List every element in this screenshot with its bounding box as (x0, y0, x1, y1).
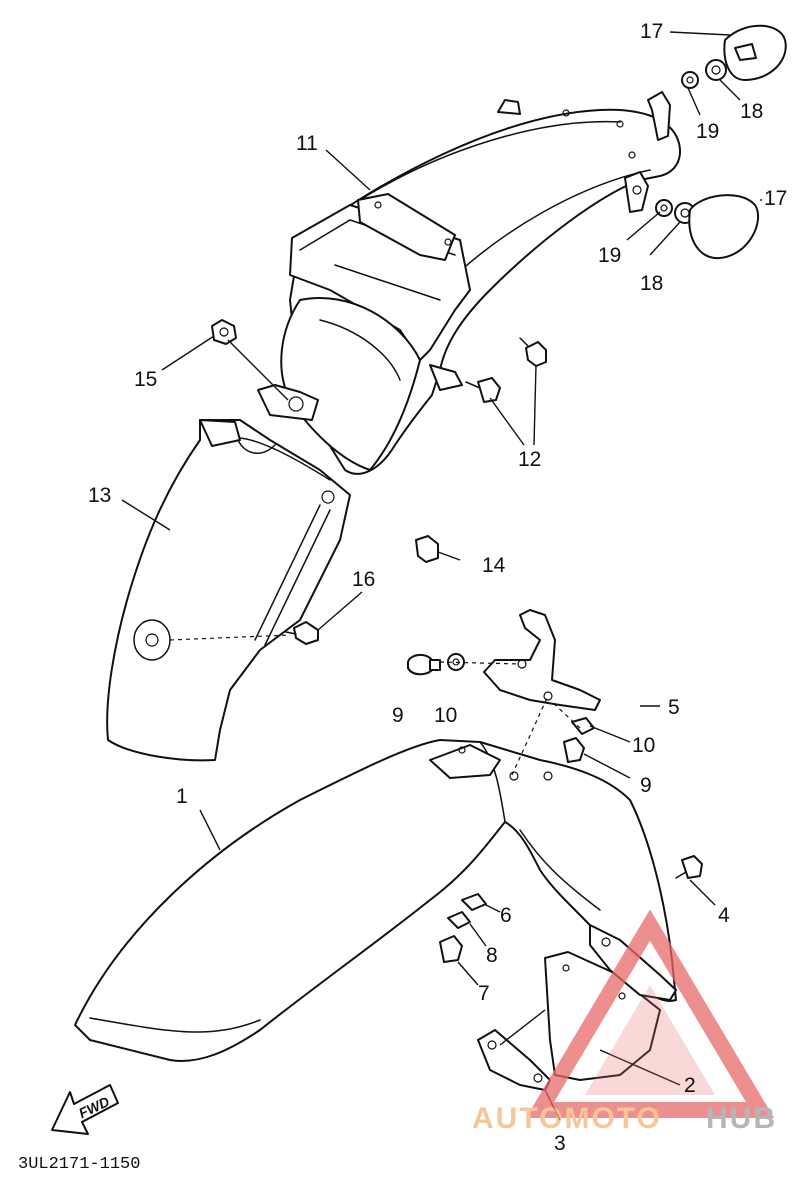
callout-12: 12 (518, 448, 541, 471)
nut-15 (211, 319, 237, 345)
watermark-text-a: AUTOMOTO (472, 1102, 662, 1135)
fwd-label: FWD (76, 1093, 112, 1121)
reflector-assembly-top (647, 24, 787, 141)
callout-9-left: 9 (392, 704, 404, 727)
callout-11: 11 (296, 132, 318, 155)
washer-10a (447, 653, 465, 671)
watermark-text-b: HUB (706, 1102, 777, 1135)
callout-13: 13 (88, 484, 111, 507)
diagram-code: 3UL2171-1150 (18, 1155, 140, 1174)
callout-16: 16 (352, 568, 375, 591)
washer-8 (447, 911, 471, 929)
callout-3: 3 (554, 1132, 566, 1155)
bolt-9b (563, 737, 585, 763)
reflector-assembly-side (624, 171, 760, 260)
callout-17-side: 17 (764, 187, 787, 210)
screw-14 (415, 535, 439, 563)
screw-4 (675, 855, 703, 879)
callout-10-right: 10 (632, 734, 655, 757)
rear-fender (257, 99, 681, 475)
callout-18-top: 18 (740, 100, 763, 123)
callout-19-side: 19 (598, 244, 621, 267)
callout-6: 6 (500, 904, 512, 927)
callout-9-right: 9 (640, 774, 652, 797)
screw-16 (285, 621, 319, 645)
callout-10-left: 10 (434, 704, 457, 727)
screw-12b (465, 377, 501, 403)
bolt-9a (407, 654, 441, 676)
callout-19-top: 19 (696, 120, 719, 143)
washer-6 (461, 893, 487, 911)
callout-1: 1 (176, 785, 188, 808)
callout-18-side: 18 (640, 272, 663, 295)
watermark-logo: AUTOMOTO HUB (472, 909, 777, 1135)
callout-15: 15 (134, 368, 157, 391)
bolt-7 (439, 935, 463, 963)
callout-8: 8 (486, 944, 498, 967)
screw-12a (519, 337, 547, 367)
leader-lines (121, 31, 762, 1121)
bracket-3 (477, 1029, 551, 1091)
callout-17-top: 17 (640, 20, 663, 43)
callout-5: 5 (668, 696, 680, 719)
callout-7: 7 (478, 982, 490, 1005)
callout-14: 14 (482, 554, 506, 577)
callout-4: 4 (718, 904, 730, 927)
rear-flap (106, 419, 351, 762)
bracket-5 (483, 609, 601, 711)
callout-2: 2 (684, 1074, 696, 1097)
fwd-arrow-icon: FWD (51, 1084, 119, 1135)
